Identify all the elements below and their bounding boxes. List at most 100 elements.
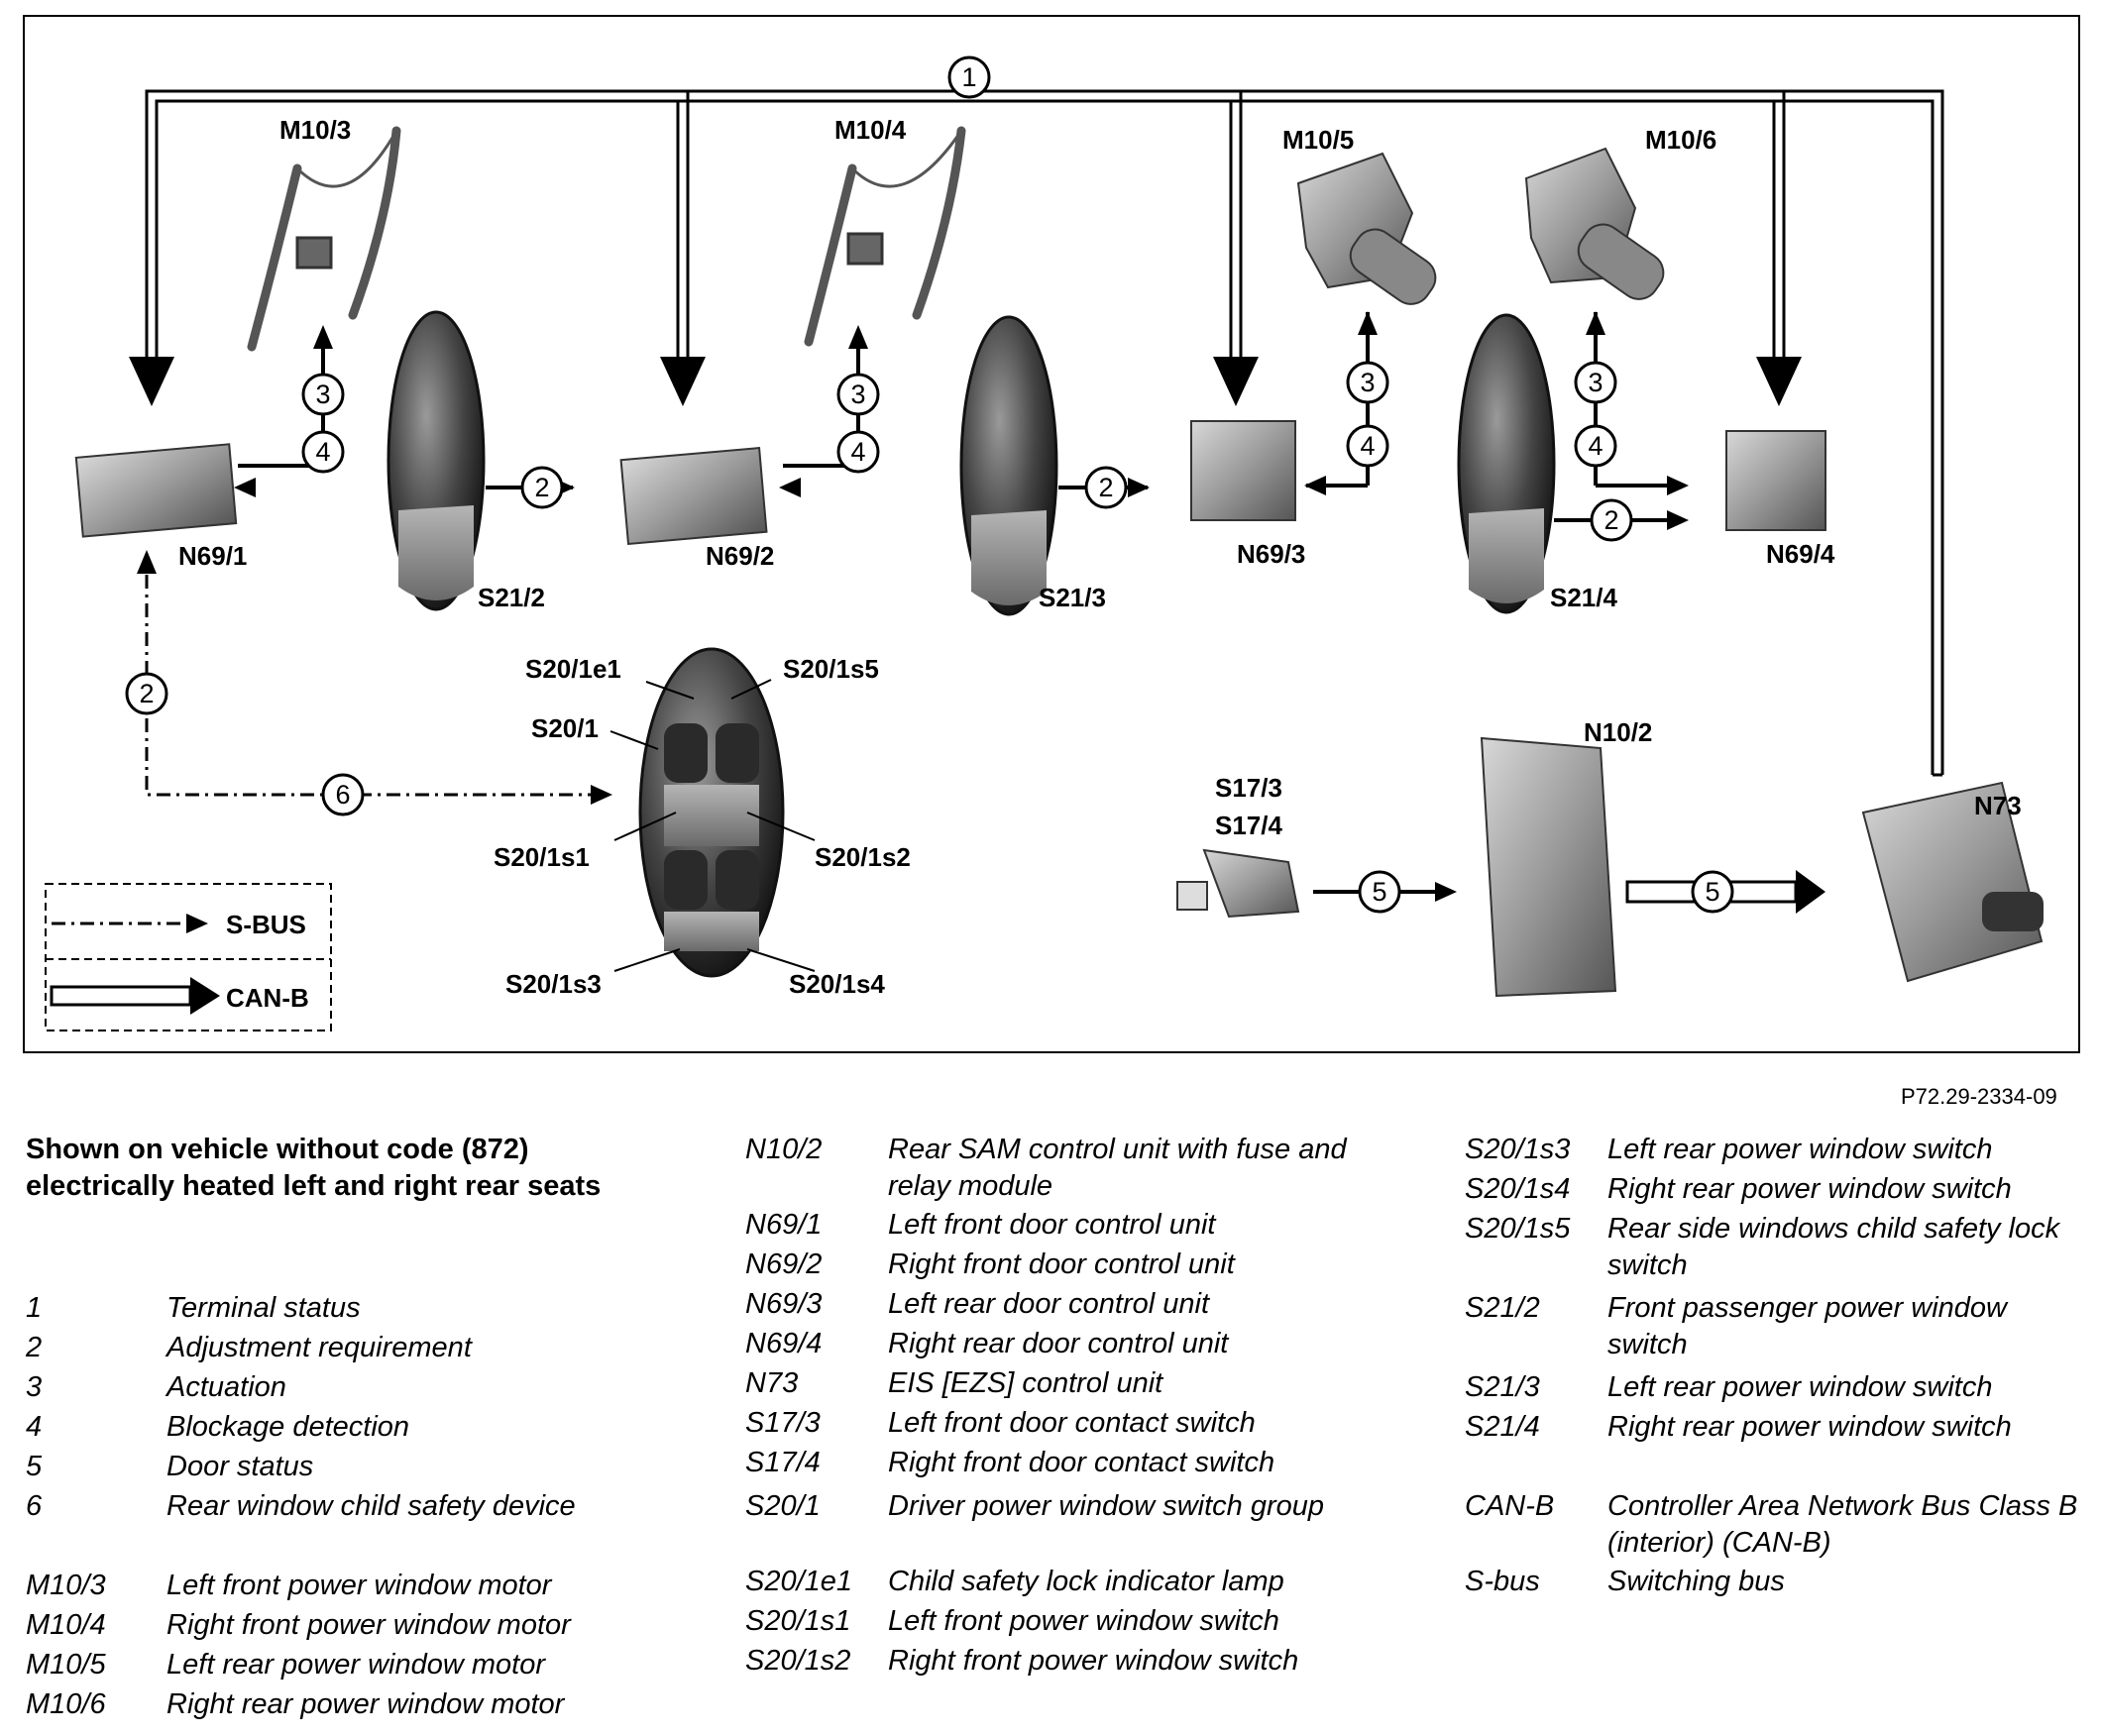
label-m10-6: M10/6	[1645, 125, 1716, 155]
key-description: Left front door control unit	[888, 1209, 1216, 1241]
power-window-network-diagram: S-BUS CAN-B 1 3 4 3 4 3 4 3 4 2 2 2 2	[23, 15, 2080, 1053]
key-description: Left front power window motor	[166, 1570, 552, 1601]
key-description: Blockage detection	[166, 1411, 410, 1443]
key-code: S-bus	[1465, 1566, 1540, 1597]
key-description: Right front power window motor	[166, 1609, 571, 1641]
label-s20-1s5: S20/1s5	[783, 654, 879, 684]
label-n73: N73	[1974, 791, 2022, 820]
n69-3-module	[1190, 420, 1296, 521]
key-description: Left rear door control unit	[888, 1288, 1210, 1320]
number-labels: 1 3 4 3 4 3 4 3 4 2 2 2 2 6 5 5	[139, 62, 1719, 907]
key-description: Right front power window switch	[888, 1645, 1299, 1677]
key-code: CAN-B	[1465, 1490, 1555, 1522]
num-3: 3	[850, 380, 865, 409]
num-4: 4	[1588, 431, 1603, 461]
m10-4-window-regulator	[804, 126, 966, 347]
key-code: N69/4	[745, 1328, 823, 1359]
key-description: Actuation	[166, 1371, 286, 1403]
canb-arrowheads	[129, 357, 1802, 406]
key-description: Left front door contact switch	[888, 1407, 1256, 1439]
sbus-lines	[145, 575, 593, 797]
key-code: N69/3	[745, 1288, 823, 1320]
key-code: S20/1s1	[745, 1605, 851, 1637]
label-m10-5: M10/5	[1282, 125, 1354, 155]
key-description: Right rear door control unit	[888, 1328, 1229, 1359]
key-code: 3	[26, 1371, 43, 1403]
key-description: EIS [EZS] control unit	[888, 1367, 1163, 1399]
key-description: Switching bus	[1607, 1566, 1785, 1597]
num-2: 2	[1603, 505, 1618, 535]
m10-6-window-motor	[1524, 147, 1665, 300]
num-6: 6	[335, 780, 350, 810]
n69-4-module	[1725, 430, 1826, 531]
key-description: Left rear power window switch	[1607, 1134, 1993, 1165]
label-n69-4: N69/4	[1766, 539, 1835, 569]
key-code: M10/4	[26, 1609, 106, 1641]
label-s21-2: S21/2	[478, 583, 545, 612]
key-code: 1	[26, 1292, 43, 1324]
num-4: 4	[850, 437, 865, 467]
label-s20-1s1: S20/1s1	[494, 842, 590, 872]
num-4: 4	[1360, 431, 1375, 461]
key-code: 4	[26, 1411, 43, 1443]
label-n69-2: N69/2	[706, 541, 774, 571]
num-3: 3	[315, 380, 330, 409]
num-3: 3	[1360, 368, 1375, 397]
label-s20-1s2: S20/1s2	[815, 842, 911, 872]
s20-1-switch-group	[638, 647, 785, 978]
key-code: S21/3	[1465, 1371, 1540, 1403]
n73-eis-unit	[1861, 781, 2044, 983]
s21-3-switch	[959, 315, 1058, 616]
key-description: Right rear power window switch	[1607, 1173, 2012, 1205]
key-description: Right front door contact switch	[888, 1447, 1275, 1478]
label-s21-3: S21/3	[1039, 583, 1106, 612]
key-code: S21/2	[1465, 1292, 1540, 1324]
canb-terminal-status-bus	[145, 89, 1944, 777]
num-2: 2	[1098, 473, 1113, 502]
m10-5-window-motor	[1296, 152, 1437, 305]
num-2: 2	[139, 679, 154, 708]
label-m10-4: M10/4	[834, 115, 907, 145]
key-code: N10/2	[745, 1134, 823, 1165]
key-code: S20/1	[745, 1490, 821, 1522]
label-n69-3: N69/3	[1237, 539, 1305, 569]
key-code: N69/1	[745, 1209, 823, 1241]
label-s21-4: S21/4	[1550, 583, 1617, 612]
label-s20-1e1: S20/1e1	[525, 654, 621, 684]
label-s17-4: S17/4	[1215, 811, 1282, 840]
key-code: S21/4	[1465, 1411, 1540, 1443]
key-code: M10/6	[26, 1688, 106, 1720]
key-code: S20/1s4	[1465, 1173, 1571, 1205]
key-code: M10/3	[26, 1570, 106, 1601]
key-code: S20/1s3	[1465, 1134, 1571, 1165]
num-5: 5	[1705, 877, 1719, 907]
sbus-arrowheads	[137, 550, 612, 805]
key-description: Left front power window switch	[888, 1605, 1279, 1637]
label-s20-1s3: S20/1s3	[505, 969, 602, 999]
key-description: Right rear power window motor	[166, 1688, 565, 1720]
line-legend: S-BUS CAN-B	[45, 883, 332, 1031]
key-code: N73	[745, 1367, 799, 1399]
key-description: Adjustment requirement	[166, 1332, 472, 1363]
legend-canb-label: CAN-B	[226, 983, 309, 1013]
label-m10-3: M10/3	[279, 115, 351, 145]
key-description: Right front door control unit	[888, 1248, 1235, 1280]
n69-1-module	[74, 443, 238, 538]
page-heading: Shown on vehicle without code (872) elec…	[26, 1134, 602, 1202]
num-1: 1	[961, 62, 976, 92]
signal-arrowheads	[234, 311, 1689, 902]
key-description: Left rear power window motor	[166, 1649, 545, 1681]
num-2: 2	[534, 473, 549, 502]
num-3: 3	[1588, 368, 1603, 397]
label-s20-1s4: S20/1s4	[789, 969, 885, 999]
key-description: Rear window child safety device	[166, 1490, 576, 1522]
num-5: 5	[1372, 877, 1386, 907]
m10-3-window-regulator	[247, 126, 401, 352]
key-code: S17/3	[745, 1407, 821, 1439]
key-description: Door status	[166, 1451, 314, 1482]
label-n69-1: N69/1	[178, 541, 247, 571]
key-code: S17/4	[745, 1447, 821, 1478]
key-code: 6	[26, 1490, 43, 1522]
label-n10-2: N10/2	[1584, 717, 1652, 747]
key-code: 2	[26, 1332, 43, 1363]
